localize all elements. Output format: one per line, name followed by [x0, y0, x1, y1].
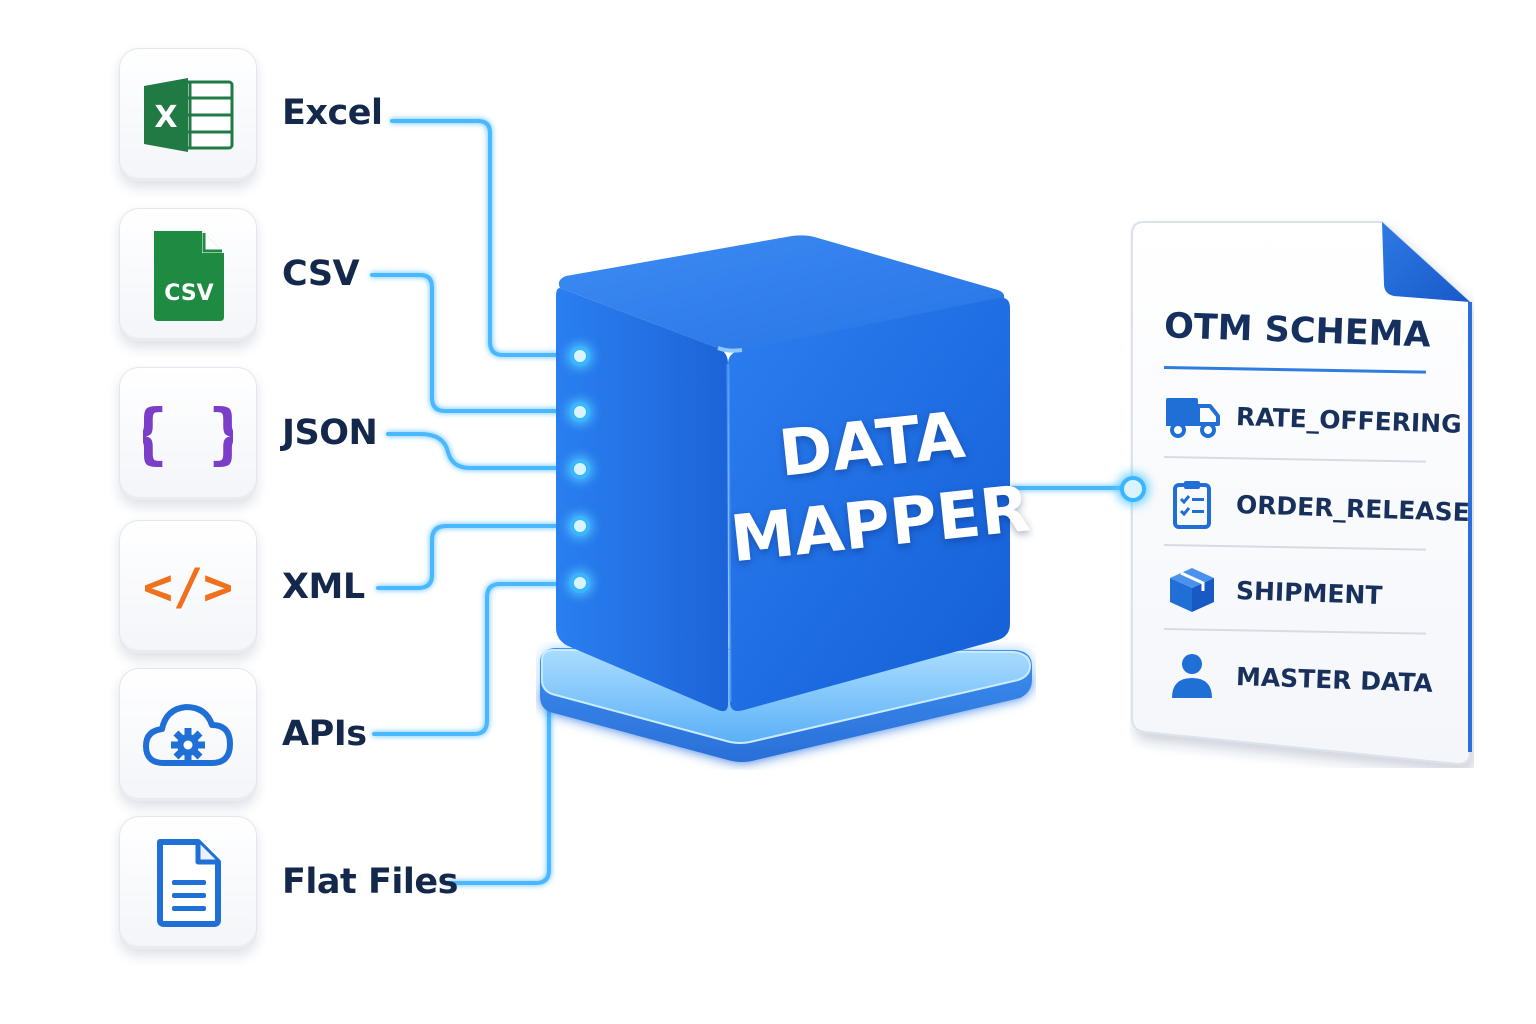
json-tile: { } [119, 367, 257, 501]
source-label-json: JSON [282, 413, 378, 453]
xml-icon-text: </> [143, 558, 233, 616]
connector-excel [390, 119, 570, 357]
document-lines-icon [157, 839, 221, 927]
schema-label-rate-offering: RATE_OFFERING [1235, 401, 1463, 439]
excel-icon: X [144, 78, 234, 152]
code-tag-icon: </> [143, 558, 233, 616]
connector-apis [372, 582, 570, 736]
source-label-xml: XML [282, 567, 365, 607]
excel-icon-letter: X [154, 100, 177, 135]
input-port-2 [570, 402, 590, 422]
otm-schema-document: OTM SCHEMA RATE_OFFERING [1130, 218, 1474, 768]
excel-tile: X [119, 48, 257, 182]
input-port-1 [570, 346, 590, 366]
input-port-3 [570, 459, 590, 479]
cloud-gear-icon [143, 704, 233, 766]
connector-csv [370, 273, 570, 413]
person-icon [1172, 654, 1212, 698]
schema-label-shipment: SHIPMENT [1235, 575, 1383, 610]
source-label-csv: CSV [282, 254, 360, 294]
schema-item-rate-offering: RATE_OFFERING [1164, 388, 1462, 444]
csv-icon-text: CSV [164, 281, 213, 306]
truck-icon [1166, 398, 1220, 438]
data-mapper-cube [554, 232, 1012, 714]
csv-file-icon: CSV [154, 231, 224, 321]
source-label-excel: Excel [282, 93, 383, 133]
source-label-apis: APIs [282, 714, 367, 754]
xml-tile: </> [119, 520, 257, 654]
package-box-icon [1170, 568, 1214, 612]
schema-item-shipment: SHIPMENT [1164, 562, 1434, 618]
data-mapper-title: DATA MAPPER [718, 390, 1033, 580]
source-label-flat-files: Flat Files [282, 862, 458, 902]
schema-item-order-release: ORDER_RELEASE [1164, 476, 1470, 532]
apis-tile [119, 668, 257, 802]
json-icon-text: { } [143, 395, 233, 472]
curly-braces-icon: { } [143, 395, 233, 472]
schema-label-master-data: MASTER DATA [1235, 661, 1434, 698]
clipboard-checklist-icon [1173, 481, 1211, 529]
connector-xml [376, 524, 570, 590]
flat-files-tile [119, 816, 257, 950]
input-port-4 [570, 516, 590, 536]
csv-tile: CSV [119, 208, 257, 342]
input-port-5 [570, 573, 590, 593]
output-port [1120, 476, 1146, 502]
schema-item-master-data: MASTER DATA [1164, 648, 1434, 704]
connector-json [386, 432, 570, 470]
